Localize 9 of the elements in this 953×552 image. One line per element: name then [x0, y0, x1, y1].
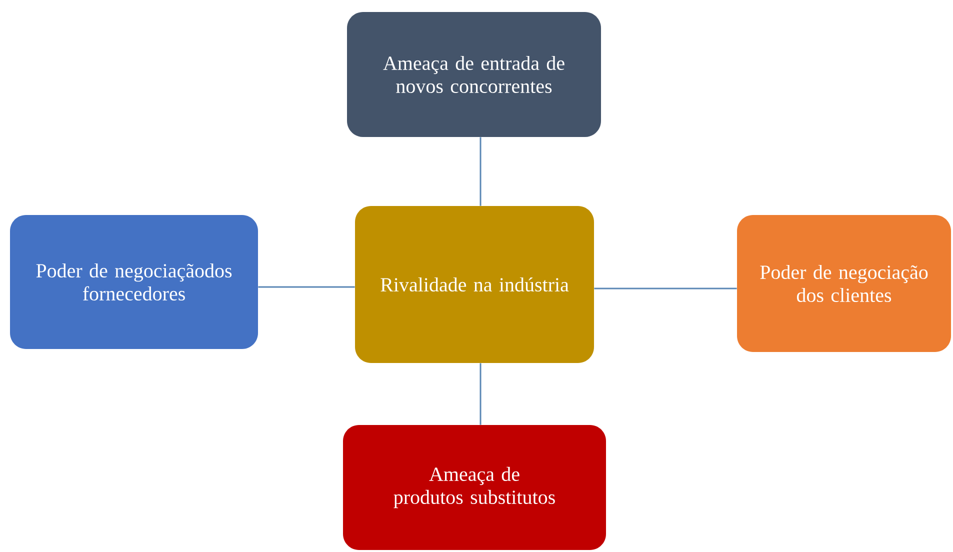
- connector-line: [258, 286, 355, 288]
- connector-line: [480, 363, 482, 425]
- force-box: Poder de negociação dos clientes: [737, 215, 951, 352]
- force-box: Rivalidade na indústria: [355, 206, 594, 363]
- force-box: Ameaça de produtos substitutos: [343, 425, 606, 550]
- connector-line: [480, 137, 482, 206]
- force-box: Ameaça de entrada de novos concorrentes: [347, 12, 601, 137]
- connector-line: [594, 288, 737, 290]
- force-box: Poder de negociaçãodos fornecedores: [10, 215, 258, 349]
